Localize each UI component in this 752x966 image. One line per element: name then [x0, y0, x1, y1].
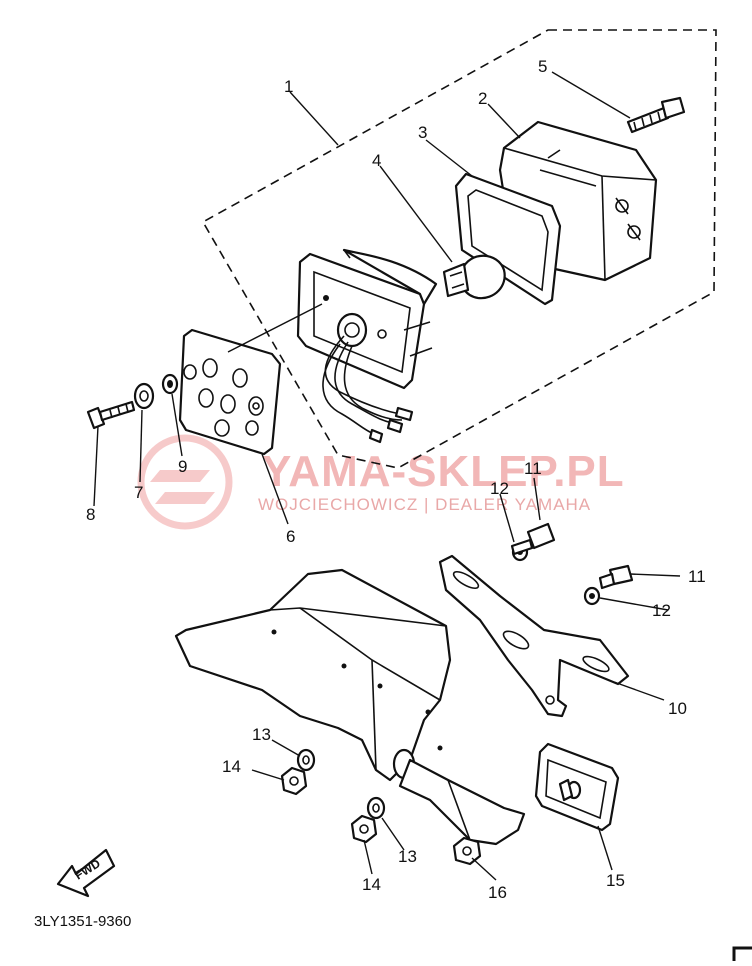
- bolt-8: [86, 400, 136, 430]
- bolt-11-right: [598, 564, 634, 590]
- callout-2: 2: [478, 89, 487, 108]
- callout-5: 5: [538, 57, 547, 76]
- callout-14-lower: 14: [362, 875, 381, 894]
- callout-9: 9: [178, 457, 187, 476]
- assembly-outline: [201, 29, 717, 469]
- bracket-plate-6: [178, 328, 282, 456]
- watermark-title: YAMA-SKLEP.PL: [262, 447, 625, 496]
- lamp-base: [296, 248, 438, 390]
- nut-16: [452, 836, 482, 866]
- callout-14-left: 14: [222, 757, 241, 776]
- bolt-11-upper: [510, 522, 556, 556]
- callout-11-right: 11: [688, 567, 706, 586]
- nut-14-left: [280, 766, 308, 796]
- washer-9: [161, 373, 179, 395]
- rear-fender-frame: [174, 568, 526, 846]
- part-code: 3LY1351-9360: [34, 913, 131, 930]
- bulb-4: [442, 254, 506, 300]
- callout-3: 3: [418, 123, 427, 142]
- callout-16: 16: [488, 883, 507, 902]
- watermark: YAMA-SKLEP.PL WOJCIECHOWICZ | DEALER YAM…: [137, 434, 625, 530]
- license-bracket-10: [438, 554, 630, 718]
- callout-13-left: 13: [252, 725, 271, 744]
- washer-13-left: [296, 748, 316, 772]
- watermark-subtitle: WOJCIECHOWICZ | DEALER YAMAHA: [258, 495, 591, 514]
- washer-7: [133, 382, 155, 410]
- leader-lines: [93, 71, 681, 881]
- reflector-15: [534, 742, 620, 832]
- callout-7: 7: [134, 483, 143, 502]
- callout-12-upper: 12: [490, 479, 509, 498]
- callout-15: 15: [606, 871, 625, 890]
- screw-5: [626, 96, 686, 134]
- callout-12-right: 12: [652, 601, 671, 620]
- nut-14-lower: [350, 814, 378, 844]
- nut-12-right: [583, 586, 601, 606]
- callout-labels: 1 2 3 4 5 6 7 8 9 10 11 11 12 12 13 13 1…: [86, 57, 706, 902]
- corner-mark: [732, 946, 752, 961]
- fwd-arrow: FWD: [56, 848, 116, 898]
- callout-11-upper: 11: [524, 459, 542, 478]
- callout-10: 10: [668, 699, 687, 718]
- callout-13-lower: 13: [398, 847, 417, 866]
- callout-4: 4: [372, 151, 381, 170]
- callout-1: 1: [284, 77, 293, 96]
- callout-6: 6: [286, 527, 295, 546]
- callout-8: 8: [86, 505, 95, 524]
- washer-13-lower: [366, 796, 386, 820]
- watermark-logo: [137, 434, 233, 530]
- gasket-3: [454, 172, 562, 306]
- wire-harness: [322, 335, 414, 444]
